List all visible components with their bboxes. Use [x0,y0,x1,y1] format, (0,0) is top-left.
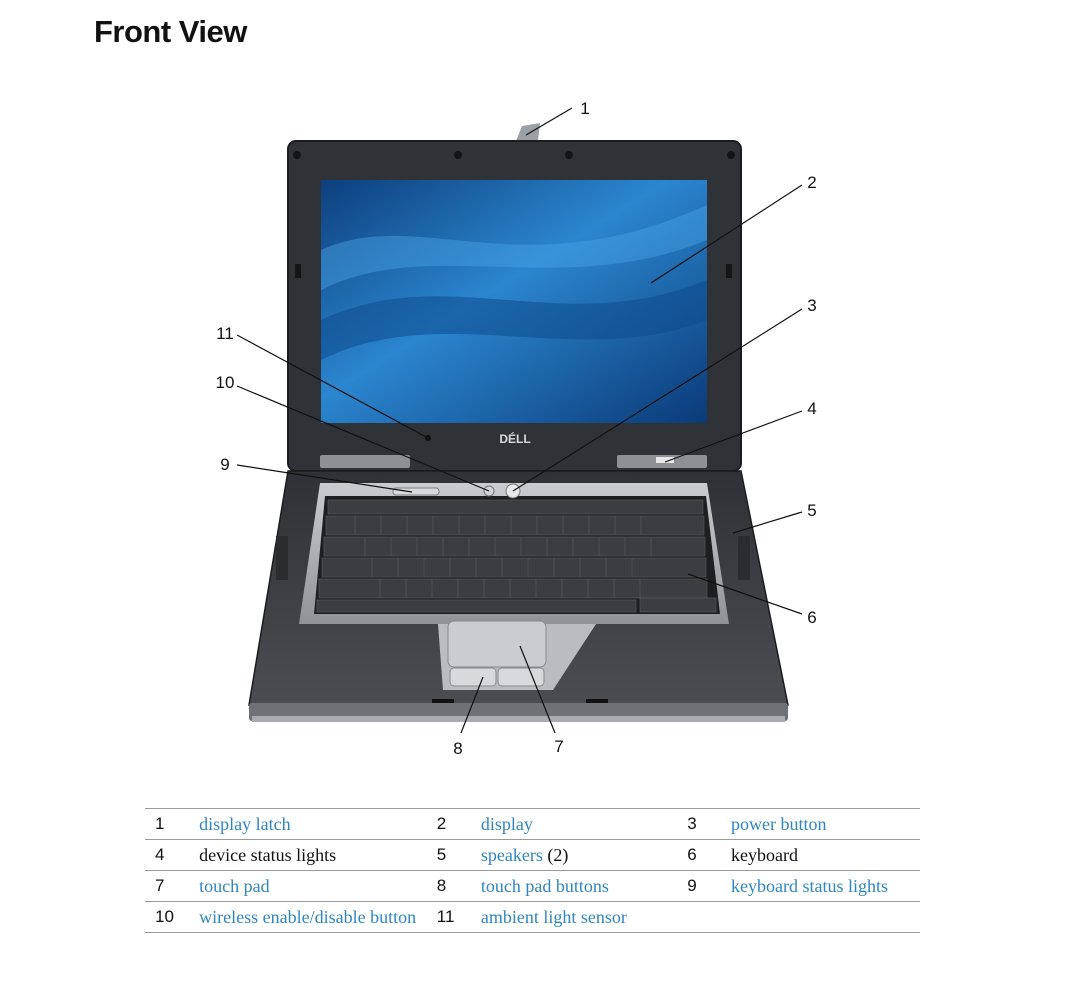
callout-5: 5 [807,501,816,520]
speaker-right [738,536,750,580]
callout-9: 9 [220,455,229,474]
legend-number: 8 [427,871,481,902]
legend-label-keyboard: keyboard [731,845,798,865]
legend-number: 3 [677,809,731,840]
callout-7: 7 [554,737,563,756]
callout-4: 4 [807,399,816,418]
laptop-front-view-illustration: DÉLL [0,0,1089,790]
display-lid: DÉLL [288,123,741,471]
legend-number: 6 [677,840,731,871]
legend-link-speakers[interactable]: speakers [481,845,543,865]
callout-8: 8 [453,739,462,758]
legend-number [677,902,731,933]
legend-link-ambient-light-sensor[interactable]: ambient light sensor [481,907,627,927]
touch-pad[interactable] [448,621,546,667]
callout-11: 11 [216,324,234,343]
legend-number: 5 [427,840,481,871]
callout-1: 1 [580,99,589,118]
callout-10: 10 [216,373,235,392]
legend-empty-cell [731,902,920,933]
speaker-left [276,536,288,580]
legend-link-touch-pad-buttons[interactable]: touch pad buttons [481,876,609,896]
keyboard-status-lights [393,488,439,495]
component-legend-table: 1 display latch 2 display 3 power button… [145,808,920,933]
legend-link-power-button[interactable]: power button [731,814,826,834]
legend-link-display[interactable]: display [481,814,533,834]
legend-number: 11 [427,902,481,933]
legend-number: 10 [145,902,199,933]
legend-number: 2 [427,809,481,840]
legend-label-device-status-lights: device status lights [199,845,336,865]
laptop-base [249,471,788,722]
legend-link-display-latch[interactable]: display latch [199,814,290,834]
legend-link-keyboard-status-lights[interactable]: keyboard status lights [731,876,888,896]
table-row: 10 wireless enable/disable button 11 amb… [145,902,920,933]
callout-2: 2 [807,173,816,192]
legend-link-wireless-enable-disable-button[interactable]: wireless enable/disable button [199,907,416,927]
legend-number: 1 [145,809,199,840]
legend-number: 4 [145,840,199,871]
touch-pad-right-button[interactable] [498,668,544,686]
callout-3: 3 [807,296,816,315]
callout-6: 6 [807,608,816,627]
table-row: 7 touch pad 8 touch pad buttons 9 keyboa… [145,871,920,902]
keyboard[interactable] [317,500,716,612]
table-row: 1 display latch 2 display 3 power button [145,809,920,840]
touch-pad-left-button[interactable] [450,668,496,686]
legend-number: 9 [677,871,731,902]
legend-link-touch-pad[interactable]: touch pad [199,876,269,896]
legend-label-speakers-count: (2) [543,845,569,865]
table-row: 4 device status lights 5 speakers (2) 6 … [145,840,920,871]
display-latch[interactable] [516,123,540,141]
legend-number: 7 [145,871,199,902]
brand-logo: DÉLL [499,431,530,446]
